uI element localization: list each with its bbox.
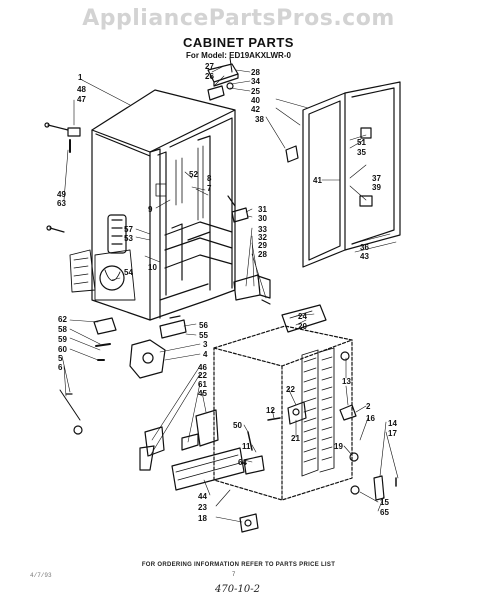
callout-22b: 22 bbox=[286, 385, 295, 394]
callout-6: 6 bbox=[58, 363, 63, 372]
callout-26: 26 bbox=[205, 72, 214, 81]
callout-29: 29 bbox=[258, 241, 267, 250]
callout-37: 37 bbox=[372, 174, 381, 183]
callout-44: 44 bbox=[198, 492, 207, 501]
callout-4: 4 bbox=[203, 350, 208, 359]
callout-8: 8 bbox=[207, 174, 212, 183]
callout-31: 31 bbox=[258, 205, 267, 214]
hinge-hardware bbox=[227, 195, 271, 305]
callout-54: 54 bbox=[124, 268, 133, 277]
grille-parts bbox=[139, 409, 259, 533]
callout-12: 12 bbox=[266, 406, 275, 415]
callout-22: 22 bbox=[198, 371, 207, 380]
callout-38: 38 bbox=[255, 115, 264, 124]
watermark: AppliancePartsPros.com bbox=[82, 6, 395, 31]
callout-5: 5 bbox=[58, 354, 63, 363]
callout-25: 25 bbox=[251, 87, 260, 96]
callout-28: 28 bbox=[251, 68, 260, 77]
callout-20: 20 bbox=[298, 322, 307, 331]
callout-24: 24 bbox=[298, 312, 307, 321]
callout-52: 52 bbox=[189, 170, 198, 179]
callout-19: 19 bbox=[334, 442, 343, 451]
callout-1: 1 bbox=[78, 73, 83, 82]
model-line: For Model: ED19AKXLWR-0 bbox=[186, 51, 291, 60]
callout-55: 55 bbox=[199, 331, 208, 340]
callout-28b: 28 bbox=[258, 250, 267, 259]
callout-13: 13 bbox=[342, 377, 351, 386]
callout-34: 34 bbox=[251, 77, 260, 86]
callout-51: 51 bbox=[357, 138, 366, 147]
left-lower-parts bbox=[59, 315, 187, 435]
callout-48: 48 bbox=[77, 85, 86, 94]
ordering-note: FOR ORDERING INFORMATION REFER TO PARTS … bbox=[141, 562, 336, 568]
callout-65: 65 bbox=[380, 508, 389, 517]
callout-11: 11 bbox=[242, 442, 251, 451]
callout-42: 42 bbox=[251, 105, 260, 114]
leader-lines bbox=[61, 65, 399, 523]
callout-27: 27 bbox=[205, 62, 214, 71]
callout-10: 10 bbox=[148, 263, 157, 272]
callout-39: 39 bbox=[372, 183, 381, 192]
handwritten-code: 470-10-2 bbox=[215, 584, 260, 595]
callout-35: 35 bbox=[357, 148, 366, 157]
cabinet-shell bbox=[91, 89, 236, 321]
callout-59: 59 bbox=[58, 335, 67, 344]
page-title: CABINET PARTS bbox=[183, 35, 294, 50]
cabinet-ribs bbox=[155, 145, 204, 221]
callout-61: 61 bbox=[198, 380, 207, 389]
callout-49: 49 bbox=[57, 190, 66, 199]
page-number: 7 bbox=[232, 572, 236, 578]
callout-56: 56 bbox=[199, 321, 208, 330]
callout-41: 41 bbox=[313, 176, 322, 185]
callout-53: 53 bbox=[124, 234, 133, 243]
callout-15: 15 bbox=[380, 498, 389, 507]
callout-45: 45 bbox=[198, 389, 207, 398]
callout-33: 33 bbox=[258, 225, 267, 234]
callout-7: 7 bbox=[207, 184, 212, 193]
lower-cabinet-box bbox=[213, 304, 353, 501]
callout-30: 30 bbox=[258, 214, 267, 223]
callout-36: 36 bbox=[360, 243, 369, 252]
callout-2: 2 bbox=[366, 402, 371, 411]
callout-17: 17 bbox=[388, 429, 397, 438]
callout-46: 46 bbox=[198, 363, 207, 372]
callout-labels: 1 48 47 49 63 27 26 28 34 25 40 42 38 51… bbox=[57, 62, 397, 523]
callout-16: 16 bbox=[366, 414, 375, 423]
drawer-assembly bbox=[69, 214, 136, 301]
callout-57: 57 bbox=[124, 225, 133, 234]
callout-60: 60 bbox=[58, 345, 67, 354]
right-small-parts bbox=[339, 351, 397, 501]
callout-63: 63 bbox=[57, 199, 66, 208]
callout-21: 21 bbox=[291, 434, 300, 443]
callout-14: 14 bbox=[388, 419, 397, 428]
callout-40: 40 bbox=[251, 96, 260, 105]
callout-3: 3 bbox=[203, 340, 208, 349]
callout-47: 47 bbox=[77, 95, 86, 104]
callout-64: 64 bbox=[238, 458, 247, 467]
callout-50: 50 bbox=[233, 421, 242, 430]
callout-32: 32 bbox=[258, 233, 267, 242]
page-code: 4/7/93 bbox=[30, 572, 52, 579]
callout-9: 9 bbox=[148, 205, 153, 214]
callout-62: 62 bbox=[58, 315, 67, 324]
callout-58: 58 bbox=[58, 325, 67, 334]
callout-43: 43 bbox=[360, 252, 369, 261]
door-gasket-frames bbox=[285, 81, 401, 268]
left-fasteners bbox=[44, 122, 81, 233]
callout-23: 23 bbox=[198, 503, 207, 512]
callout-18: 18 bbox=[198, 514, 207, 523]
